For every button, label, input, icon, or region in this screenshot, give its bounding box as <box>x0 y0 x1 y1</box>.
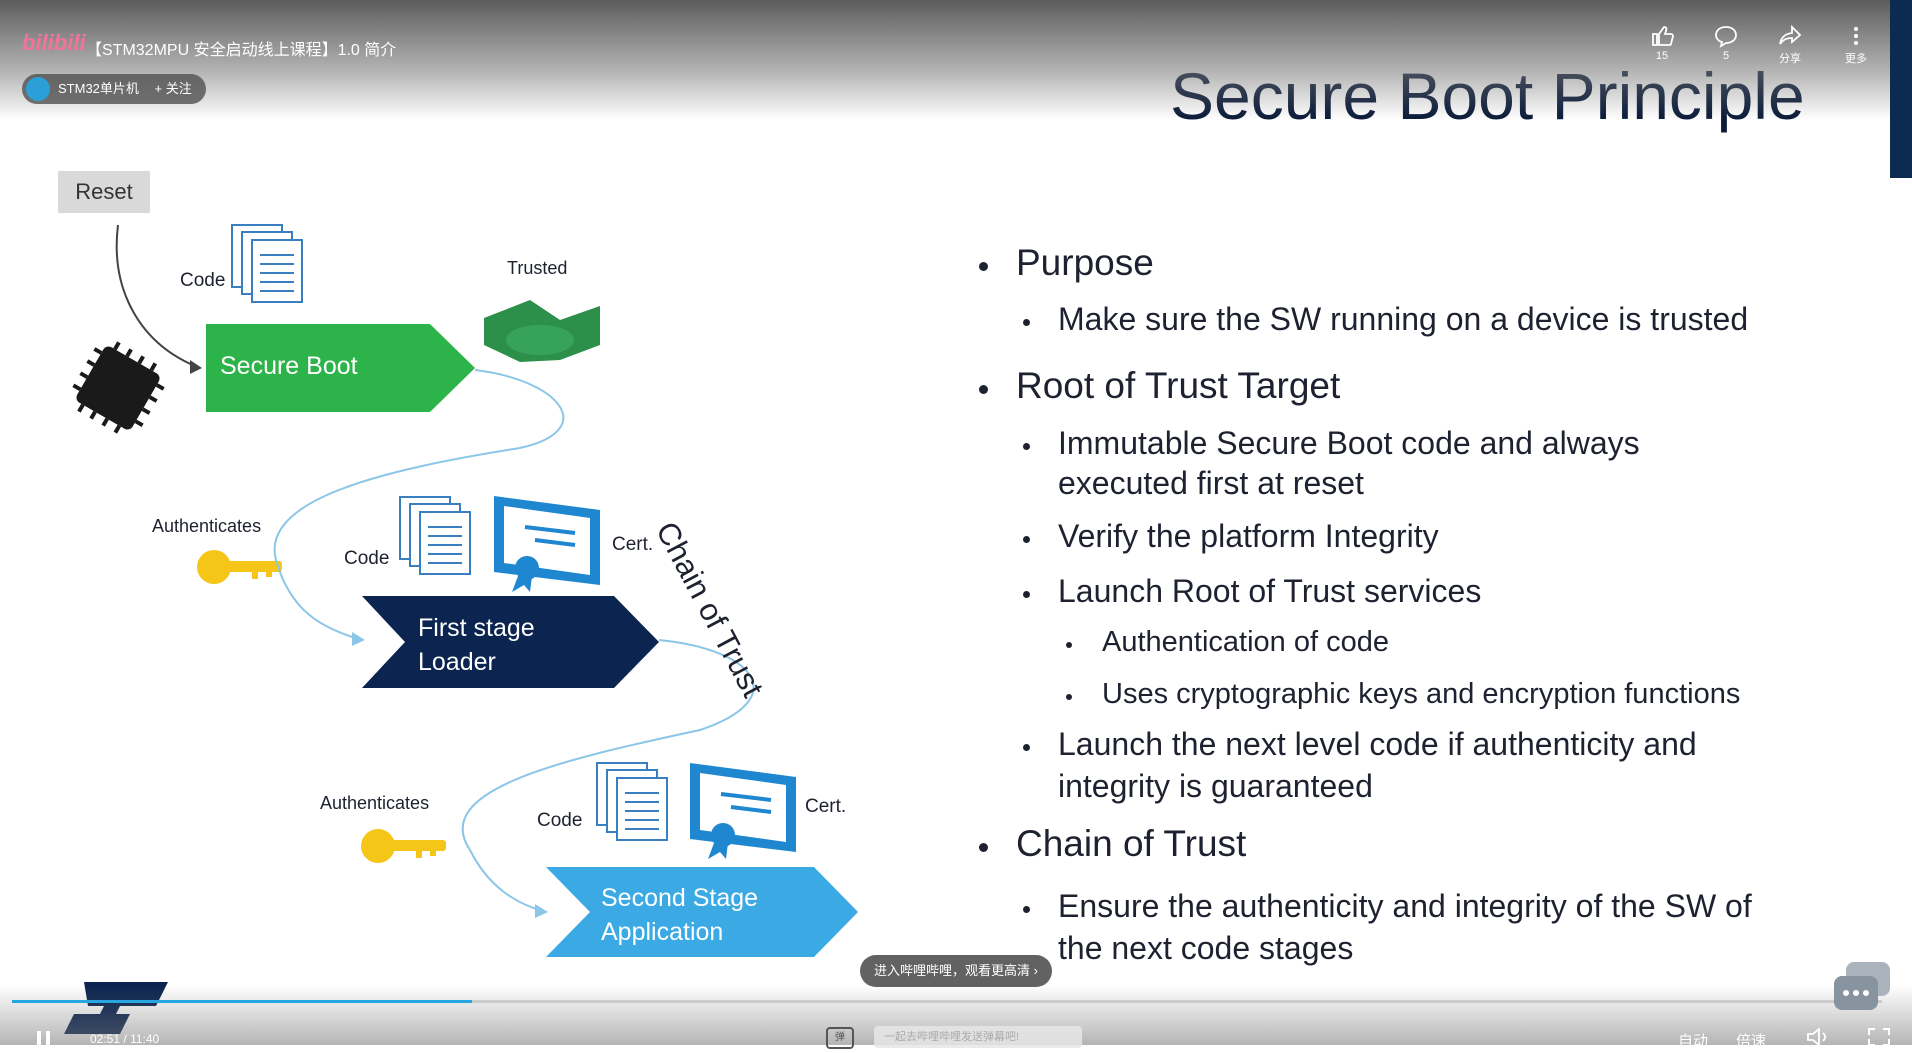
follow-button[interactable]: + 关注 <box>154 81 192 96</box>
chain-curve-2 <box>461 639 755 913</box>
bullet-dot <box>1023 743 1030 751</box>
bullet-text: Authentication of code <box>1102 626 1389 658</box>
bullet-dot <box>1023 905 1030 913</box>
chain-curve-1 <box>273 369 565 641</box>
cert-label-1: Cert. <box>612 534 654 555</box>
bullet-text: Purpose <box>1016 242 1154 283</box>
bullet-dot <box>1023 535 1030 543</box>
certificate-icon-1 <box>494 496 600 592</box>
reset-arrow-head <box>190 360 202 374</box>
authenticates-label-2: Authenticates <box>320 793 430 813</box>
code-document-icon-2 <box>399 496 471 575</box>
bullet-text: the next code stages <box>1058 930 1354 966</box>
fullscreen-button[interactable] <box>1868 1028 1890 1051</box>
bullet-text: Verify the platform Integrity <box>1058 518 1439 554</box>
bullet-text: Chain of Trust <box>1016 823 1247 864</box>
bullet-dot <box>1023 442 1030 450</box>
comment-icon <box>1715 26 1737 48</box>
pause-button[interactable] <box>36 1030 52 1053</box>
like-button[interactable]: 15 <box>1640 24 1684 62</box>
uploader-chip[interactable]: STM32单片机 + 关注 <box>22 74 206 104</box>
comment-count: 5 <box>1722 50 1730 62</box>
code-document-icon-1 <box>231 224 303 303</box>
bullet-text: Immutable Secure Boot code and always <box>1058 425 1640 461</box>
time-display: 02:51 / 11:40 <box>90 1032 159 1046</box>
bilibili-logo[interactable]: bilibili <box>22 30 86 55</box>
avatar[interactable] <box>26 77 50 101</box>
bullet-dot <box>979 385 988 395</box>
bullet-dot <box>1066 641 1072 648</box>
bullet-dot <box>1066 693 1072 700</box>
speed-button[interactable]: 倍速 <box>1736 1033 1767 1050</box>
bullet-text: Uses cryptographic keys and encryption f… <box>1102 678 1741 710</box>
volume-button[interactable] <box>1806 1027 1832 1051</box>
progress-fill <box>12 1000 472 1003</box>
bullet-dot <box>1023 590 1030 598</box>
certificate-icon-2 <box>690 763 796 859</box>
cert-label-2: Cert. <box>805 796 847 817</box>
pause-icon <box>37 1031 50 1047</box>
hd-tip-button[interactable]: 进入哔哩哔哩，观看更高清 › <box>860 955 1052 987</box>
reset-arrow <box>115 224 201 369</box>
share-label: 分享 <box>1779 53 1801 65</box>
share-button[interactable]: 分享 <box>1768 24 1812 66</box>
more-icon <box>1854 27 1858 45</box>
more-label: 更多 <box>1845 53 1867 65</box>
more-button[interactable]: 更多 <box>1834 24 1878 66</box>
danmaku-input[interactable]: 一起去哔哩哔哩发送弹幕吧! <box>874 1026 1082 1048</box>
handshake-icon <box>484 300 600 362</box>
authenticates-label-1: Authenticates <box>152 516 262 536</box>
volume-icon <box>1807 1027 1827 1047</box>
progress-bar[interactable] <box>12 1000 1882 1003</box>
code-label-3: Code <box>537 810 583 831</box>
bullet-dot <box>979 843 988 853</box>
code-document-icon-3 <box>596 762 668 841</box>
bullet-text: executed first at reset <box>1058 465 1364 501</box>
like-count: 15 <box>1655 50 1669 62</box>
comment-button[interactable]: 5 <box>1704 24 1748 62</box>
bullet-dot <box>1023 318 1030 326</box>
bullet-text: Ensure the authenticity and integrity of… <box>1058 888 1752 924</box>
code-label-1: Code <box>180 270 226 291</box>
thumbs-up-icon <box>1652 26 1674 46</box>
slide-corner-bar <box>1890 0 1912 178</box>
bullet-text: Launch the next level code if authentici… <box>1058 726 1697 762</box>
first-stage-arrow <box>362 596 659 688</box>
bullet-dot <box>979 262 988 272</box>
uploader-name[interactable]: STM32单片机 <box>58 81 139 96</box>
key-icon-2 <box>361 829 446 863</box>
second-stage-arrow <box>546 867 858 957</box>
top-overlay <box>0 0 1912 120</box>
chip-icon <box>72 341 165 434</box>
video-title[interactable]: 【STM32MPU 安全启动线上课程】1.0 简介 <box>86 42 397 59</box>
time-separator: / <box>123 1032 127 1046</box>
secure-boot-label: Secure Boot <box>220 352 358 380</box>
quality-button[interactable]: 自动 <box>1678 1033 1709 1050</box>
code-label-2: Code <box>344 548 390 569</box>
trusted-label: Trusted <box>507 258 568 278</box>
key-icon-1 <box>197 550 282 584</box>
fullscreen-icon <box>1868 1028 1890 1046</box>
chevron-right-icon: › <box>1033 963 1038 978</box>
reset-box: Reset <box>58 171 150 213</box>
time-current: 02:51 <box>90 1032 121 1046</box>
bullet-text: Root of Trust Target <box>1016 365 1341 406</box>
chat-bubble-icon[interactable] <box>1832 962 1892 1023</box>
bullet-text: Launch Root of Trust services <box>1058 573 1482 609</box>
danmaku-toggle[interactable]: 弹 <box>826 1027 854 1049</box>
hd-tip-label: 进入哔哩哔哩，观看更高清 <box>874 963 1031 978</box>
share-icon <box>1779 24 1802 45</box>
bullet-text: Make sure the SW running on a device is … <box>1058 301 1749 337</box>
bullet-text: integrity is guaranteed <box>1058 768 1373 804</box>
secure-boot-arrow <box>206 324 475 412</box>
time-total: 11:40 <box>130 1032 160 1046</box>
chain-of-trust-diagram <box>72 224 858 957</box>
